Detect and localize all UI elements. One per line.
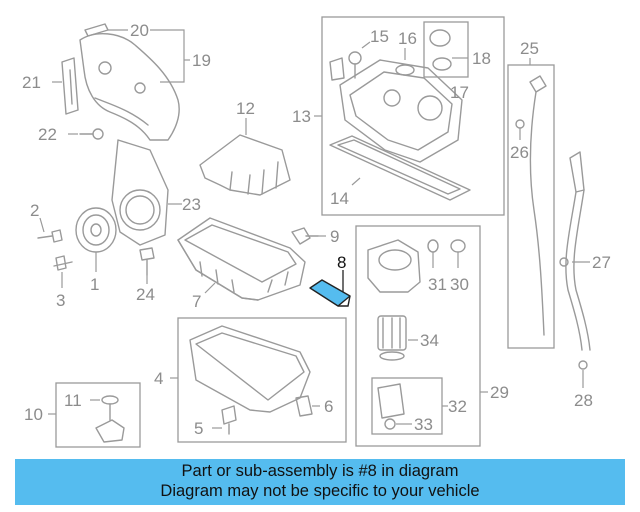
seal-31 — [427, 239, 439, 253]
filter-housing — [367, 239, 421, 293]
part-8-highlighted — [309, 279, 351, 307]
callout-29: 29 — [490, 383, 509, 402]
callout-17: 17 — [450, 83, 469, 102]
callout-8: 8 — [337, 253, 346, 272]
dipstick-box — [507, 64, 555, 349]
callout-4: 4 — [154, 369, 163, 388]
filter-element — [377, 315, 407, 361]
callout-19: 19 — [192, 51, 211, 70]
callout-28: 28 — [574, 391, 593, 410]
callout-13: 13 — [292, 107, 311, 126]
callout-9: 9 — [330, 227, 339, 246]
bolt-22 — [79, 128, 104, 140]
bolt-15 — [329, 51, 362, 81]
plug-5 — [221, 405, 237, 435]
callout-15: 15 — [370, 27, 389, 46]
seal-30 — [450, 239, 466, 253]
oring-26 — [515, 119, 525, 129]
callout-10: 10 — [24, 405, 43, 424]
callout-30: 30 — [450, 275, 469, 294]
callout-33: 33 — [414, 415, 433, 434]
callout-20: 20 — [130, 21, 149, 40]
callout-12: 12 — [236, 99, 255, 118]
callout-23: 23 — [182, 195, 201, 214]
callout-25: 25 — [520, 39, 539, 58]
callout-7: 7 — [192, 292, 201, 311]
crank-pulley — [75, 207, 117, 253]
filter-housing-box — [355, 225, 481, 447]
callout-3: 3 — [56, 291, 65, 310]
callout-1: 1 — [90, 275, 99, 294]
lower-oil-pan — [189, 325, 311, 413]
dipstick — [529, 75, 547, 336]
baffle-12 — [199, 134, 291, 196]
sensor-box — [55, 382, 141, 448]
info-banner: Part or sub-assembly is #8 in diagram Di… — [15, 459, 625, 505]
callout-26: 26 — [510, 143, 529, 162]
callout-16: 16 — [398, 29, 417, 48]
oil-cap — [429, 29, 452, 71]
callout-5: 5 — [194, 419, 203, 438]
upper-timing-cover — [79, 33, 180, 141]
bolt-2 — [37, 229, 63, 243]
oil-sensor — [95, 395, 125, 443]
callout-21: 21 — [22, 73, 41, 92]
dipstick-tube — [559, 151, 591, 351]
bolt-3 — [53, 255, 73, 271]
callout-22: 22 — [38, 125, 57, 144]
lower-timing-cover — [111, 139, 169, 246]
callout-2: 2 — [30, 201, 39, 220]
banner-line-1: Part or sub-assembly is #8 in diagram — [181, 462, 459, 480]
callout-14: 14 — [330, 189, 349, 208]
callout-32: 32 — [448, 397, 467, 416]
callout-27: 27 — [592, 253, 611, 272]
valve-cover — [339, 59, 463, 163]
callout-11: 11 — [64, 391, 82, 410]
callout-6: 6 — [324, 397, 333, 416]
filter-cap — [377, 383, 405, 430]
banner-line-2: Diagram may not be specific to your vehi… — [160, 482, 480, 500]
oring-28 — [578, 360, 588, 370]
drain-plug-9 — [291, 227, 319, 245]
callout-31: 31 — [428, 275, 447, 294]
cap-box-17 — [423, 21, 469, 78]
cover-gasket-14 — [329, 135, 471, 201]
oil-pan-7 — [177, 217, 306, 301]
callout-34: 34 — [420, 331, 439, 350]
lower-pan-box — [177, 317, 347, 443]
callout-24: 24 — [136, 285, 155, 304]
callout-18: 18 — [472, 49, 491, 68]
cap-16 — [395, 64, 415, 76]
clip-6 — [295, 395, 313, 417]
sensor-24 — [139, 247, 155, 276]
cover-21 — [61, 57, 79, 115]
